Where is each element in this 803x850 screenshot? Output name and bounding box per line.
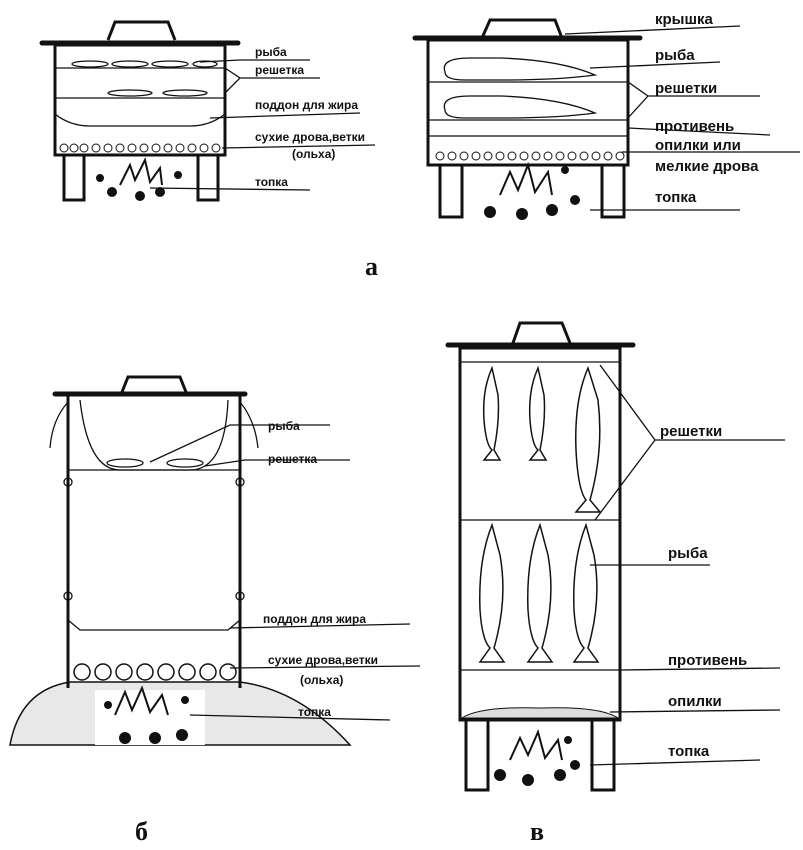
label-alder: (ольха) <box>300 673 343 687</box>
label-dry-wood: сухие дрова,ветки <box>255 130 365 144</box>
smoker-a-right: крышка рыба решетки противень опилки или… <box>412 11 800 220</box>
fish-icons <box>478 365 602 663</box>
fire-icon <box>494 728 580 786</box>
fire-icon <box>104 685 189 744</box>
label-firebox: топка <box>655 189 697 206</box>
leader-lines <box>149 59 376 191</box>
label-firebox: топка <box>668 743 710 760</box>
smoker-b: рыба решетка поддон для жира сухие дрова… <box>9 375 421 746</box>
fire-icon <box>96 157 182 201</box>
label-grease-pan: поддон для жира <box>255 98 358 112</box>
caption-v: в <box>530 817 544 846</box>
leader-lines <box>564 25 800 211</box>
fire-icon <box>484 161 580 220</box>
label-fish: рыба <box>255 45 287 59</box>
label-grates: решетки <box>660 423 722 440</box>
smoker-v: решетки рыба противень опилки топка <box>445 321 785 792</box>
label-grate: решетка <box>268 452 317 466</box>
label-lid: крышка <box>655 11 713 28</box>
caption-b: б <box>135 817 148 846</box>
smoker-a-left: рыба решетка поддон для жира сухие дрова… <box>39 20 376 202</box>
label-grate: решетка <box>255 63 304 77</box>
label-fish: рыба <box>668 545 708 562</box>
label-firebox: топка <box>298 705 331 719</box>
label-fish: рыба <box>655 47 695 64</box>
label-firebox: топка <box>255 175 288 189</box>
label-tray: противень <box>655 118 734 135</box>
leader-lines <box>149 424 421 721</box>
label-grates: решетки <box>655 80 717 97</box>
label-small-wood: мелкие дрова <box>655 158 759 175</box>
label-sawdust-or: опилки или <box>655 137 741 154</box>
label-grease-pan: поддон для жира <box>263 612 366 626</box>
label-sawdust: опилки <box>668 693 722 710</box>
label-alder: (ольха) <box>292 147 335 161</box>
leader-lines <box>589 364 785 766</box>
label-fish: рыба <box>268 419 300 433</box>
caption-a: а <box>365 252 378 281</box>
label-tray: противень <box>668 652 747 669</box>
label-dry-wood: сухие дрова,ветки <box>268 653 378 667</box>
